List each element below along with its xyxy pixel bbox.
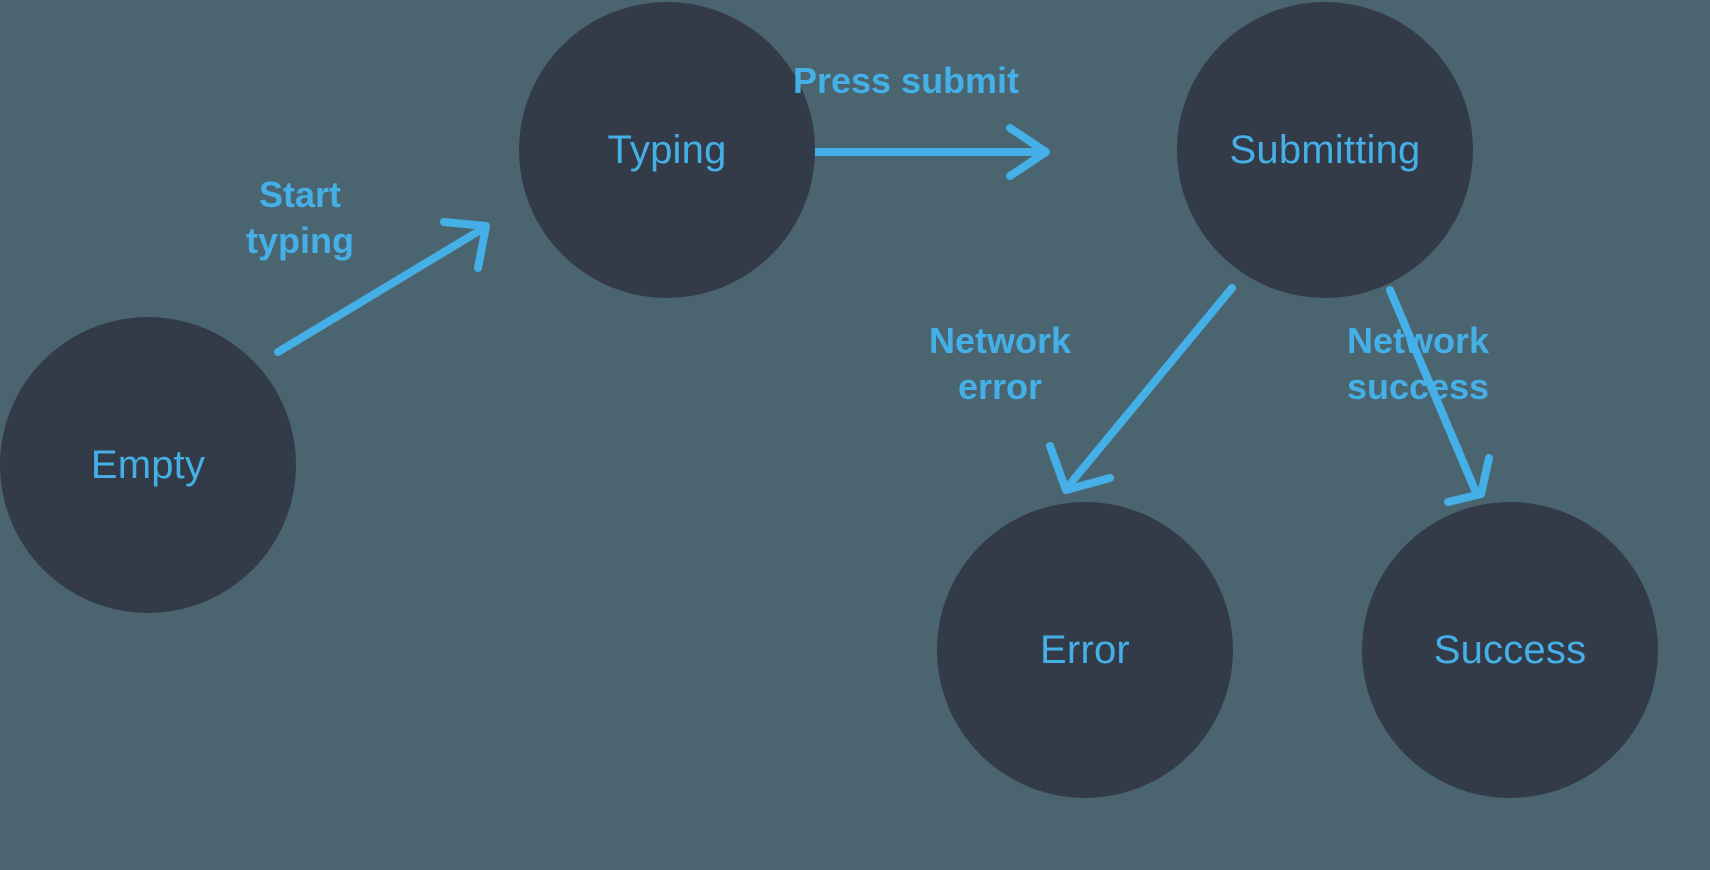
- transition-label-press-submit: Press submit: [792, 60, 1020, 101]
- state-label-empty: Empty: [90, 442, 206, 487]
- arrowhead-network-success: [1444, 454, 1493, 506]
- state-label-typing: Typing: [607, 127, 727, 172]
- state-node-success[interactable]: Success: [1362, 502, 1658, 798]
- state-label-submitting: Submitting: [1229, 127, 1421, 172]
- state-node-error[interactable]: Error: [937, 502, 1233, 798]
- transition-label-start-typing: Start typing: [246, 174, 354, 262]
- state-node-empty[interactable]: Empty: [0, 317, 296, 613]
- arrowhead-network-error: [1046, 442, 1114, 494]
- transition-label-network-error: Network error: [928, 320, 1072, 408]
- state-node-submitting[interactable]: Submitting: [1177, 2, 1473, 298]
- arrowhead-press-submit: [1006, 124, 1050, 180]
- state-label-error: Error: [1040, 627, 1130, 672]
- transition-label-network-success: Network success: [1346, 320, 1490, 408]
- state-label-success: Success: [1433, 627, 1587, 672]
- state-node-typing[interactable]: Typing: [519, 2, 815, 298]
